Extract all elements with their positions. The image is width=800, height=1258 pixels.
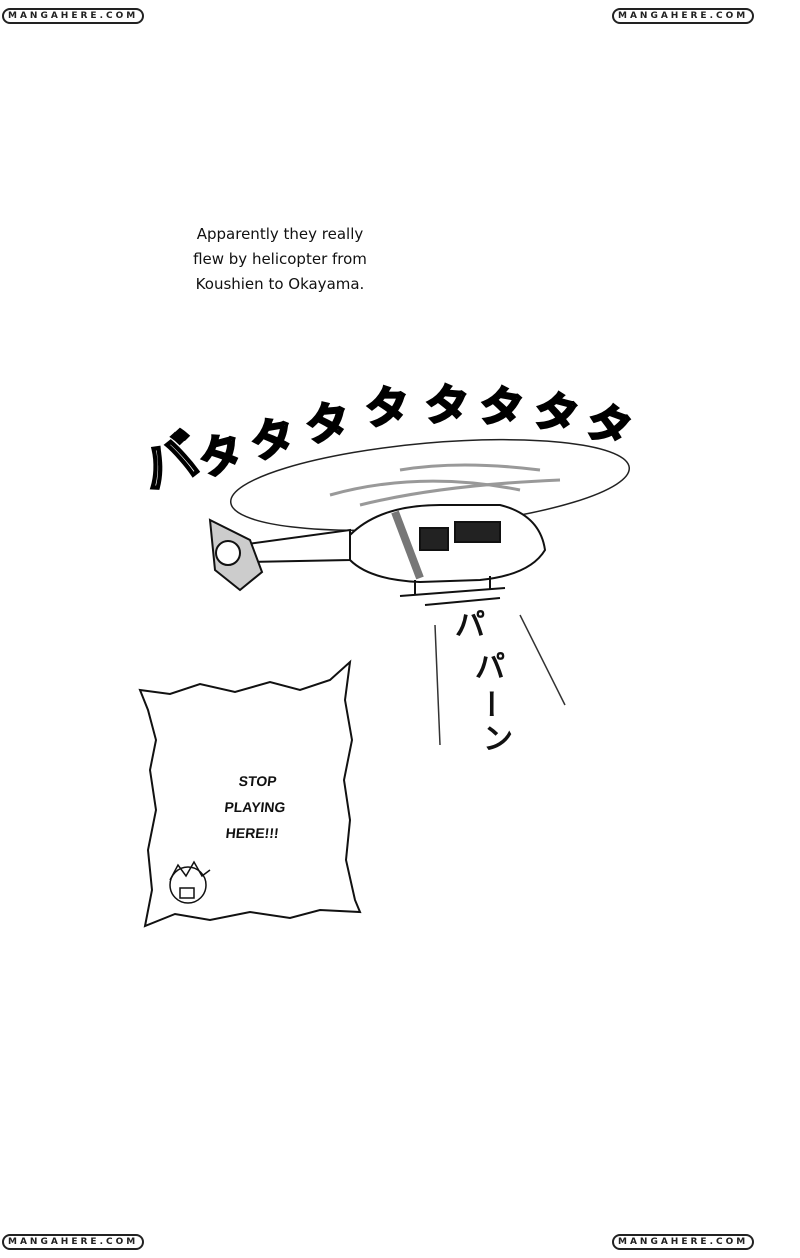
watermark-bottom-left: MANGAHERE.COM <box>2 1234 145 1250</box>
chibi-character <box>169 860 211 904</box>
jagged-panel <box>138 659 362 928</box>
sfx-landing: パ パ ー ン <box>455 608 513 757</box>
watermark-top-left: MANGAHERE.COM <box>2 8 145 24</box>
panel-shout: STOP PLAYING HERE!!! <box>223 773 287 841</box>
watermark-text: MANGAHERE.COM <box>2 8 145 24</box>
watermark-bottom-right: MANGAHERE.COM <box>612 1234 755 1250</box>
watermark-top-right: MANGAHERE.COM <box>612 8 755 24</box>
narration-caption: Apparently they really flew by helicopte… <box>193 225 367 293</box>
helicopter <box>208 504 547 606</box>
